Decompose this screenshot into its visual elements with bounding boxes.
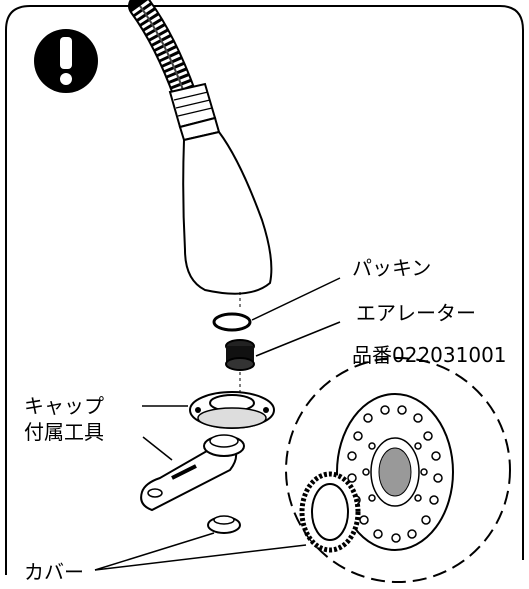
- spray-face: [336, 393, 454, 551]
- leader-tool: [142, 436, 173, 461]
- label-cap: キャップ: [24, 394, 104, 418]
- spray-head: [182, 130, 273, 295]
- cover-ring-large: [299, 471, 361, 553]
- leader-cover-large: [94, 544, 307, 571]
- label-part-number: 品番022031001: [352, 343, 507, 367]
- hose: [128, 0, 197, 107]
- exclamation-icon: [34, 29, 98, 93]
- outer-border: [5, 5, 524, 575]
- aerator-part: [225, 339, 255, 371]
- cover-ring-small: [207, 515, 241, 534]
- label-tool: 付属工具: [24, 420, 104, 444]
- label-cover: カバー: [24, 560, 84, 584]
- packing-ring: [212, 312, 252, 332]
- label-aerator: エアレーター: [356, 301, 476, 325]
- leader-packing: [251, 277, 341, 321]
- tool-part: [140, 434, 245, 512]
- spray-holes: [347, 405, 443, 543]
- label-packing: パッキン: [352, 256, 432, 280]
- leader-aerator: [255, 321, 341, 357]
- cap-part: [189, 391, 275, 429]
- leader-cover-small: [94, 532, 215, 571]
- hose-nut: [168, 82, 221, 142]
